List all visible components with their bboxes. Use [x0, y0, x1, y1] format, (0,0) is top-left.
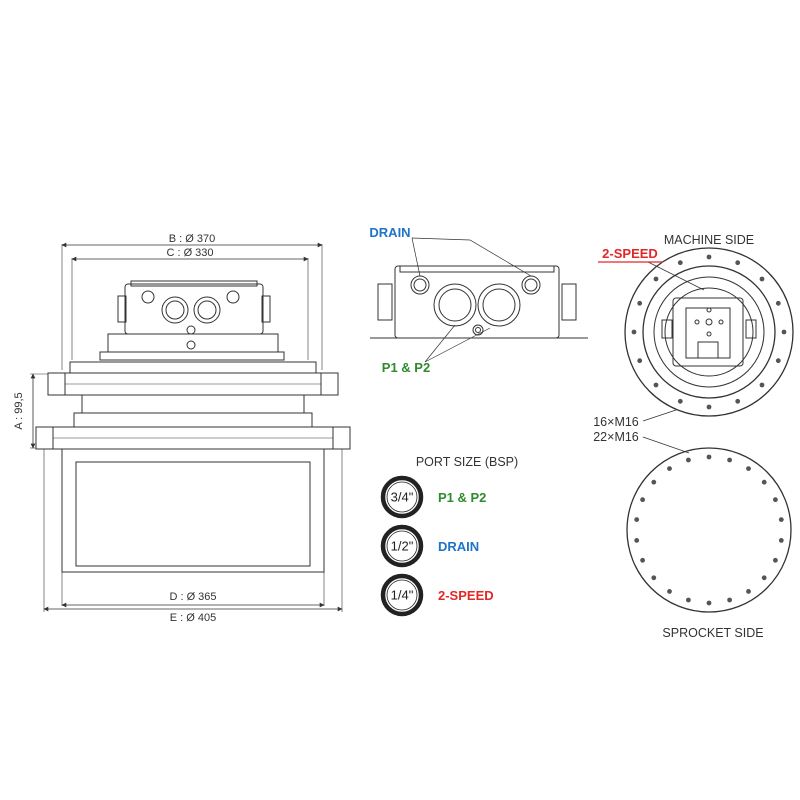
bolt-hole: [775, 358, 781, 364]
dim-c-label: C : Ø 330: [166, 247, 213, 259]
bolt-hole: [773, 557, 778, 563]
port-size-ring: [380, 524, 424, 568]
bolt-hole: [773, 497, 778, 503]
bolt-hole: [778, 538, 784, 543]
port-size-ring-inner: [386, 579, 418, 611]
dim-a-label: A : 99,5: [13, 392, 25, 429]
bolt-hole: [637, 358, 643, 364]
machine-side-title: MACHINE SIDE: [664, 233, 754, 247]
port-size-value: 1/2": [391, 539, 414, 554]
bolt-hole: [706, 254, 712, 260]
bolt-hole: [651, 575, 657, 581]
drain-callout: DRAIN: [369, 225, 410, 240]
port-size-ring-inner: [386, 481, 418, 513]
bolt-hole: [775, 300, 781, 306]
bolt-hole: [686, 457, 691, 463]
bolt-hole: [653, 382, 659, 388]
bolt-hole: [651, 479, 657, 485]
port-size-ring: [380, 573, 424, 617]
bolt-hole: [735, 260, 741, 266]
port-size-value: 3/4": [391, 490, 414, 505]
bolt-hole: [640, 497, 645, 503]
bolt-hole: [761, 479, 767, 485]
dim-e-label: E : Ø 405: [170, 612, 216, 624]
bolt-hole: [759, 276, 765, 282]
machine-bolt-label: 16×M16: [593, 415, 639, 429]
dim-d-label: D : Ø 365: [169, 591, 216, 603]
bolt-hole: [761, 575, 767, 581]
bolt-hole: [686, 597, 691, 603]
bolt-hole: [706, 454, 712, 460]
bolt-hole: [727, 457, 732, 463]
port-size-title: PORT SIZE (BSP): [416, 455, 518, 469]
bolt-hole: [667, 466, 672, 471]
sprocket-side-drawing: [626, 447, 792, 613]
bolt-hole: [677, 398, 683, 404]
machine-side-bolt-holes: [631, 254, 787, 410]
port-size-label: 2-SPEED: [438, 588, 494, 603]
bolt-hole: [781, 329, 787, 335]
bolt-hole: [667, 589, 672, 594]
bolt-hole: [778, 517, 784, 522]
sprocket-bolt-label: 22×M16: [593, 430, 639, 444]
p1p2-callout: P1 & P2: [382, 360, 430, 375]
bolt-hole: [677, 260, 683, 266]
bolt-hole: [640, 557, 645, 563]
bolt-hole: [631, 329, 637, 335]
bolt-hole: [634, 538, 640, 543]
bolt-hole: [746, 466, 751, 471]
top-view-drawing: [370, 237, 588, 363]
bolt-hole: [637, 300, 643, 306]
sprocket-side-bolt-holes: [634, 454, 784, 606]
bolt-hole: [634, 517, 640, 522]
port-size-legend: 3/4" P1 & P2 1/2" DRAIN 1/4" 2-SPEED: [380, 475, 494, 617]
port-size-label: P1 & P2: [438, 490, 486, 505]
bolt-hole: [735, 398, 741, 404]
bolt-hole: [727, 597, 732, 603]
machine-side-drawing: [624, 247, 794, 417]
port-size-label: DRAIN: [438, 539, 479, 554]
dim-b-label: B : Ø 370: [169, 233, 215, 245]
bolt-hole: [706, 404, 712, 410]
bolt-hole: [746, 589, 751, 594]
bolt-hole: [653, 276, 659, 282]
bolt-hole: [706, 600, 712, 606]
bolt-hole: [759, 382, 765, 388]
port-size-value: 1/4": [391, 588, 414, 603]
two-speed-callout: 2-SPEED: [602, 246, 658, 261]
side-view-drawing: [30, 242, 351, 612]
port-size-ring-inner: [386, 530, 418, 562]
sprocket-side-title: SPROCKET SIDE: [662, 626, 763, 640]
port-size-ring: [380, 475, 424, 519]
